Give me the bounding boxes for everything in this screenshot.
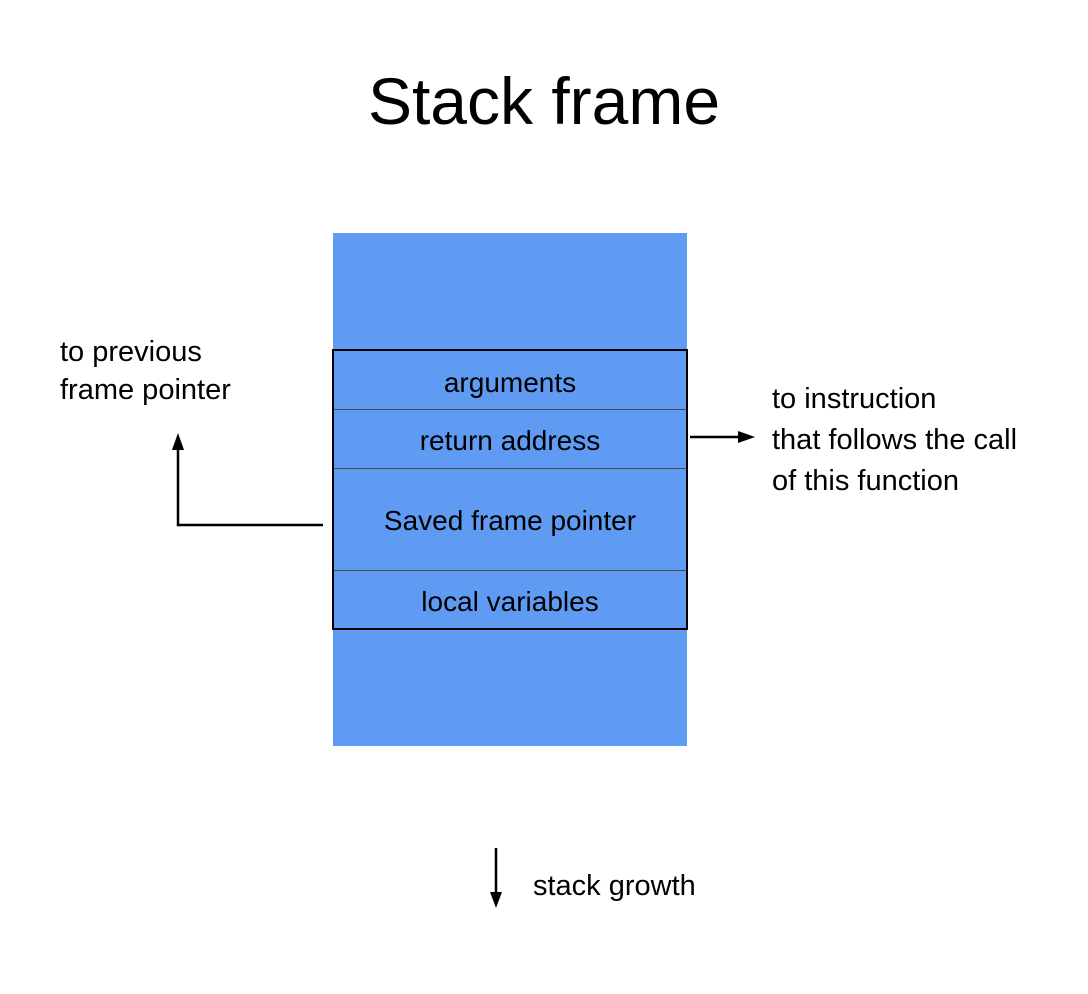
return-target-line-1: to instruction	[772, 383, 937, 415]
slot-local-variables: local variables	[421, 586, 599, 617]
stack-frame-outline	[332, 349, 688, 630]
slot-divider	[333, 409, 687, 410]
slot-divider	[333, 468, 687, 469]
slot-arguments: arguments	[443, 367, 577, 398]
previous-frame-pointer-line-1: to previous	[60, 336, 202, 368]
previous-frame-pointer-line-2: frame pointer	[60, 374, 231, 406]
return-target-label: to instruction that follows the call of …	[772, 379, 1017, 502]
slot-return-address: return address	[419, 425, 601, 456]
previous-frame-pointer-label: to previous frame pointer	[60, 333, 231, 409]
slot-divider	[333, 570, 687, 571]
diagram-title: Stack frame	[367, 64, 721, 138]
slot-saved-frame-pointer: Saved frame pointer	[383, 505, 637, 536]
return-target-line-3: of this function	[772, 465, 959, 497]
previous-frame-pointer-arrow	[172, 433, 323, 527]
return-target-line-2: that follows the call	[772, 424, 1018, 456]
stack-growth-arrow	[490, 848, 502, 908]
stack-column	[333, 233, 687, 746]
return-address-arrow	[690, 431, 755, 443]
stack-growth-label: stack growth	[533, 870, 696, 902]
